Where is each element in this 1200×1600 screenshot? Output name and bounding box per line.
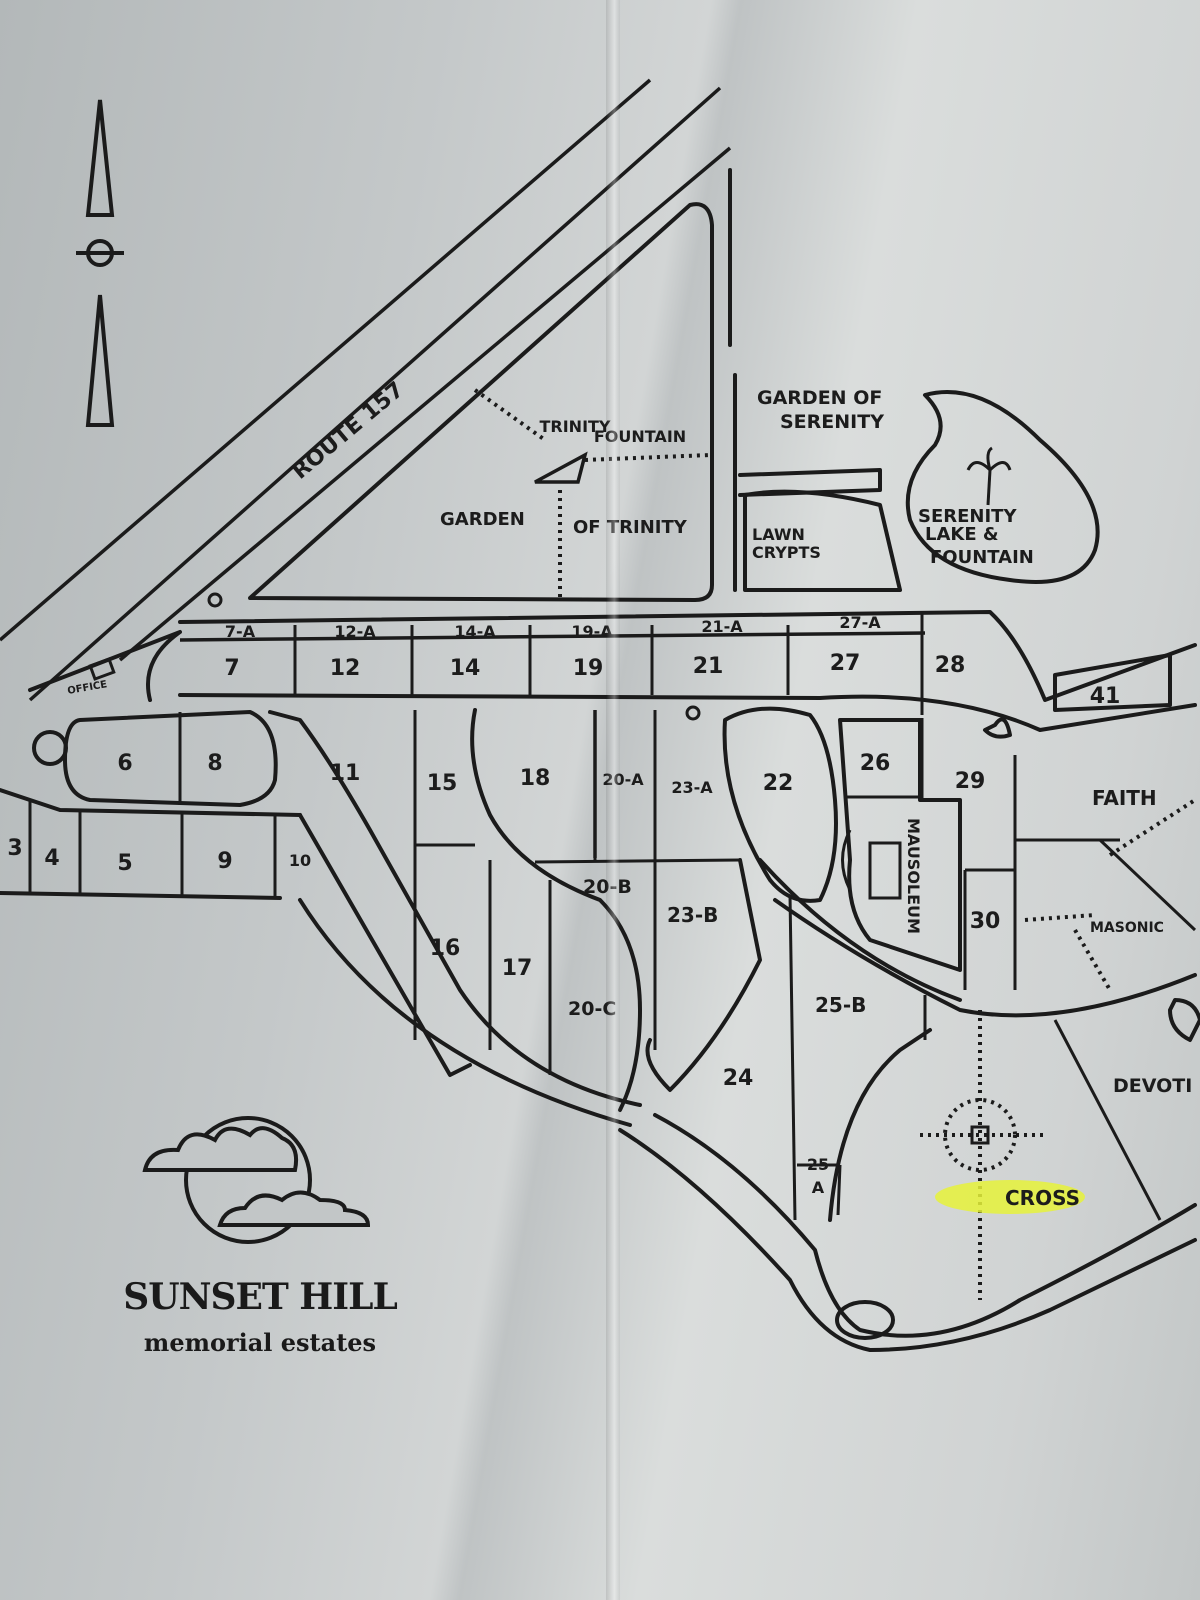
- section-23a: 23-A: [671, 778, 713, 797]
- cross-monument-icon: [920, 1010, 1045, 1300]
- north-arrow-icon: [76, 99, 124, 427]
- section-21: 21: [693, 654, 724, 679]
- lawn-crypts-label-2: CRYPTS: [752, 543, 821, 562]
- section-27: 27: [830, 651, 861, 676]
- section-12a: 12-A: [334, 622, 376, 641]
- section-16: 16: [430, 936, 461, 961]
- section-7: 7: [224, 656, 239, 681]
- paper-fold: [606, 0, 620, 1600]
- section-3: 3: [7, 836, 22, 861]
- logo-subtitle: memorial estates: [143, 1328, 377, 1357]
- garden-of-trinity-label: GARDEN: [440, 509, 525, 530]
- cross-highlight: [935, 1180, 1085, 1214]
- section-19: 19: [573, 656, 604, 681]
- section-4: 4: [44, 846, 59, 871]
- serenity-lake-label-2: LAKE &: [925, 524, 999, 545]
- section-20c: 20-C: [568, 998, 616, 1020]
- section-23b: 23-B: [667, 903, 718, 927]
- faith-label: FAITH: [1092, 786, 1157, 810]
- section-29: 29: [955, 769, 986, 794]
- serenity-lake-label: SERENITY: [918, 506, 1017, 527]
- trinity-fountain-label-2: FOUNTAIN: [594, 427, 686, 446]
- office-label: OFFICE: [67, 679, 109, 697]
- route-157: [0, 78, 732, 702]
- garden-of-trinity-label-2: OF TRINITY: [573, 517, 688, 538]
- section-21a: 21-A: [701, 617, 743, 636]
- section-5: 5: [117, 851, 132, 876]
- section-41: 41: [1090, 684, 1121, 709]
- section-26: 26: [860, 751, 891, 776]
- section-22: 22: [763, 771, 794, 796]
- logo: SUNSET HILL memorial estates: [90, 1276, 430, 1357]
- section-10: 10: [289, 851, 311, 870]
- section-8: 8: [207, 751, 222, 776]
- devotion-label: DEVOTI: [1113, 1075, 1192, 1097]
- section-9: 9: [217, 849, 232, 874]
- section-27a: 27-A: [839, 613, 881, 632]
- mausoleum-label: MAUSOLEUM: [904, 818, 923, 934]
- section-14: 14: [450, 656, 481, 681]
- section-15: 15: [427, 771, 458, 796]
- section-6: 6: [117, 751, 132, 776]
- section-17: 17: [502, 956, 533, 981]
- section-18: 18: [520, 766, 551, 791]
- section-20a: 20-A: [602, 770, 644, 789]
- garden-of-trinity-area: [248, 202, 714, 602]
- section-7a: 7-A: [225, 622, 256, 641]
- section-30: 30: [970, 909, 1001, 934]
- serenity-lake-label-3: FOUNTAIN: [930, 547, 1034, 568]
- section-12: 12: [330, 656, 361, 681]
- mausoleum-building: [868, 841, 902, 900]
- sunset-clouds-icon: [142, 1116, 371, 1244]
- office-building-icon: [88, 657, 116, 681]
- section-25b: 25-B: [815, 993, 866, 1017]
- lawn-crypts-label: LAWN: [752, 525, 805, 544]
- palm-tree-icon: [966, 446, 1012, 506]
- section-25a-letter: A: [812, 1178, 825, 1197]
- cross-label: CROSS: [1005, 1186, 1080, 1210]
- section-11: 11: [330, 761, 361, 786]
- section-28: 28: [935, 653, 966, 678]
- section-14a: 14-A: [454, 622, 496, 641]
- trinity-fountain-marker: [534, 451, 588, 484]
- logo-title: SUNSET HILL: [123, 1276, 398, 1318]
- garden-of-serenity-label-2: SERENITY: [780, 411, 884, 433]
- garden-of-serenity-label: GARDEN OF: [757, 387, 882, 409]
- section-19a: 19-A: [571, 622, 613, 641]
- masonic-label: MASONIC: [1090, 920, 1164, 936]
- section-24: 24: [723, 1066, 754, 1091]
- section-25a: 25: [807, 1155, 829, 1174]
- serenity-lake: [905, 390, 1100, 584]
- trinity-fountain-label: TRINITY: [539, 417, 610, 436]
- section-20b: 20-B: [583, 876, 632, 898]
